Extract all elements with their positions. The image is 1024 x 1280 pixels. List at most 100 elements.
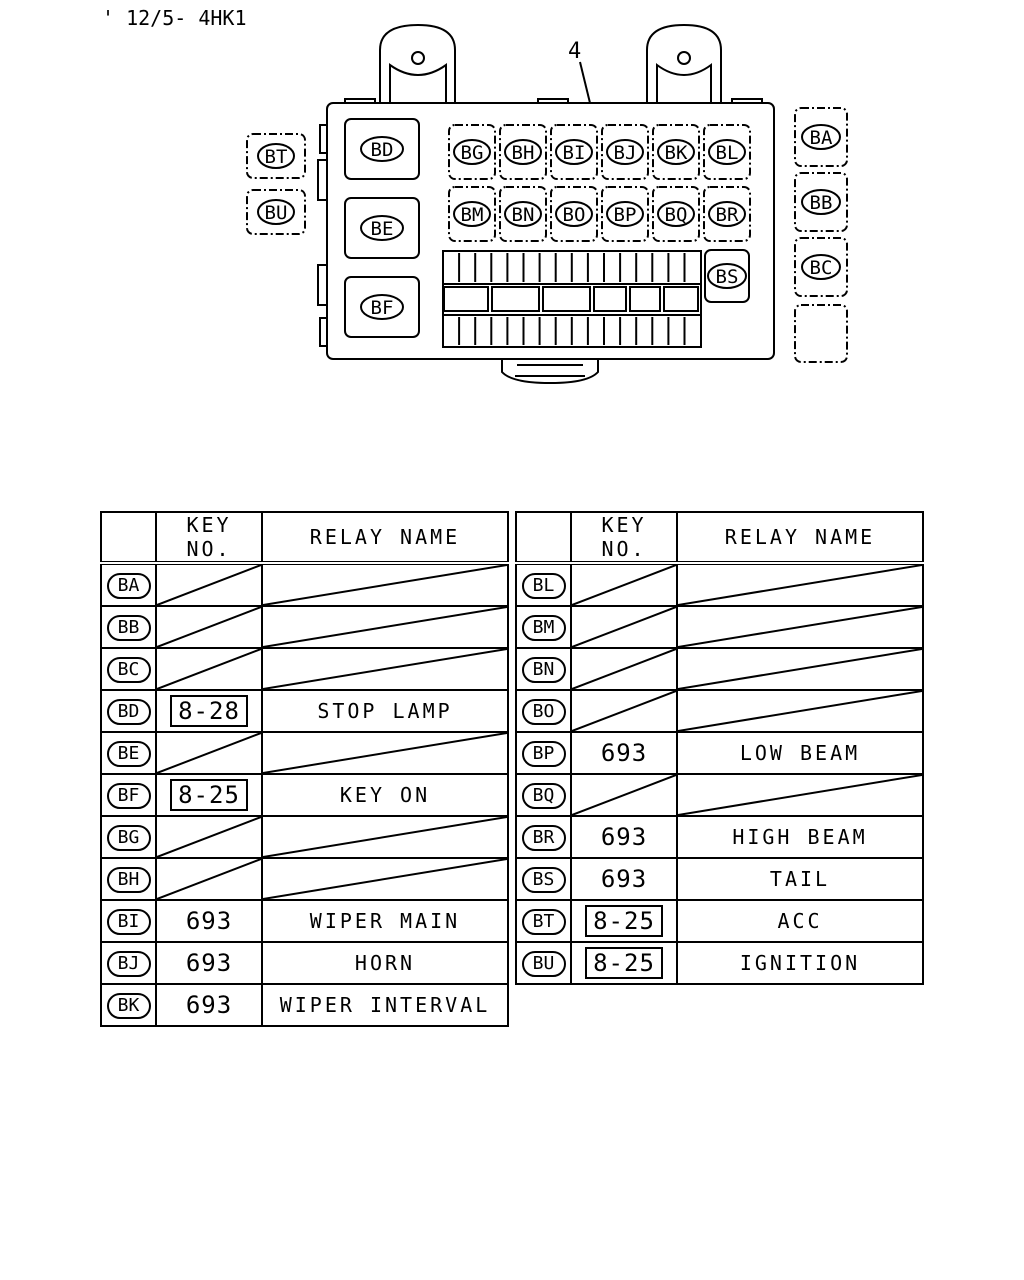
relay-id: BT [521,908,566,935]
header-blank [515,511,572,565]
relay-id-cell: BN [515,647,572,691]
key-no-cell: 693 [155,899,263,943]
relay-bq: BQ [652,186,700,242]
housing-details [317,98,763,385]
header-blank [100,511,157,565]
relay-id-cell: BP [515,731,572,775]
relay-label: BM [461,204,484,226]
key-no: 693 [600,865,648,893]
relay-id-cell: BI [100,899,157,943]
relay-name-cell [261,562,509,607]
key-no-cell: 8-25 [570,899,678,943]
relay-bn: BN [499,186,547,242]
relay-id: BK [106,992,151,1019]
relay-label: BB [810,192,833,214]
relay-name-cell: IGNITION [676,941,924,985]
relay-id: BG [106,824,151,851]
relay-id-cell: BS [515,857,572,901]
key-no: 8-25 [585,947,663,979]
table-header-row: KEY NO. RELAY NAME [515,511,924,565]
relay-bj: BJ [601,124,649,180]
key-no: 693 [600,823,648,851]
key-no-cell: 8-28 [155,689,263,733]
key-no-cell [570,562,678,607]
relay-id: BA [106,572,151,599]
relay-bc: BC [794,237,848,297]
relay-bo: BO [550,186,598,242]
key-no-cell [155,815,263,859]
relay-id-cell: BJ [100,941,157,985]
relay-id-cell: BC [100,647,157,691]
header-relay-name: RELAY NAME [676,511,924,565]
relay-bk: BK [652,124,700,180]
relay-label: BG [461,142,484,164]
relay-label: BS [716,266,739,288]
model-code: ' 12/5- 4HK1 [102,6,247,30]
relay-name-cell [676,647,924,691]
callout-number: 4 [568,39,581,64]
relay-bf: BF [344,276,420,338]
relay-label: BJ [614,142,637,164]
relay-name: TAIL [769,867,831,891]
key-no-cell [570,689,678,733]
relay-id-cell: BQ [515,773,572,817]
relay-name: ACC [777,909,823,933]
relay-id: BH [106,866,151,893]
relay-label: BD [371,139,394,161]
relay-id: BE [106,740,151,767]
relay-name-cell: HIGH BEAM [676,815,924,859]
relay-bm: BM [448,186,496,242]
table-row: BC [100,647,509,691]
relay-id-cell: BR [515,815,572,859]
relay-label: BP [614,204,637,226]
relay-id: BN [521,656,566,683]
relay-name-cell [261,815,509,859]
key-no-cell: 693 [570,857,678,901]
relay-name: HORN [354,951,416,975]
table-row: BO [515,689,924,733]
relay-id-cell: BL [515,562,572,607]
relay-bu: BU [246,189,306,235]
key-no-cell: 693 [155,983,263,1027]
relay-name-cell: LOW BEAM [676,731,924,775]
relay-id-cell: BG [100,815,157,859]
relay-ba: BA [794,107,848,167]
relay-name: LOW BEAM [739,741,861,765]
relay-name-cell [676,562,924,607]
relay-id-cell: BB [100,605,157,649]
relay-bg: BG [448,124,496,180]
relay-id-cell: BT [515,899,572,943]
table-row: BE [100,731,509,775]
relay-name-cell [676,605,924,649]
relay-name-cell: ACC [676,899,924,943]
relay-name: WIPER INTERVAL [279,993,491,1017]
relay-label: BH [512,142,535,164]
key-no-cell [570,647,678,691]
relay-label: BT [265,146,288,168]
relay-name-cell: STOP LAMP [261,689,509,733]
key-no-cell: 693 [570,731,678,775]
table-row: BH [100,857,509,901]
key-no: 8-28 [170,695,248,727]
key-no-cell [155,605,263,649]
relay-label: BR [716,204,739,226]
fuse-block [442,250,702,348]
relay-name-cell [676,689,924,733]
key-no: 8-25 [170,779,248,811]
relay-bl: BL [703,124,751,180]
header-key-no: KEY NO. [570,511,678,565]
relay-bh: BH [499,124,547,180]
relay-empty-slot [794,304,848,363]
